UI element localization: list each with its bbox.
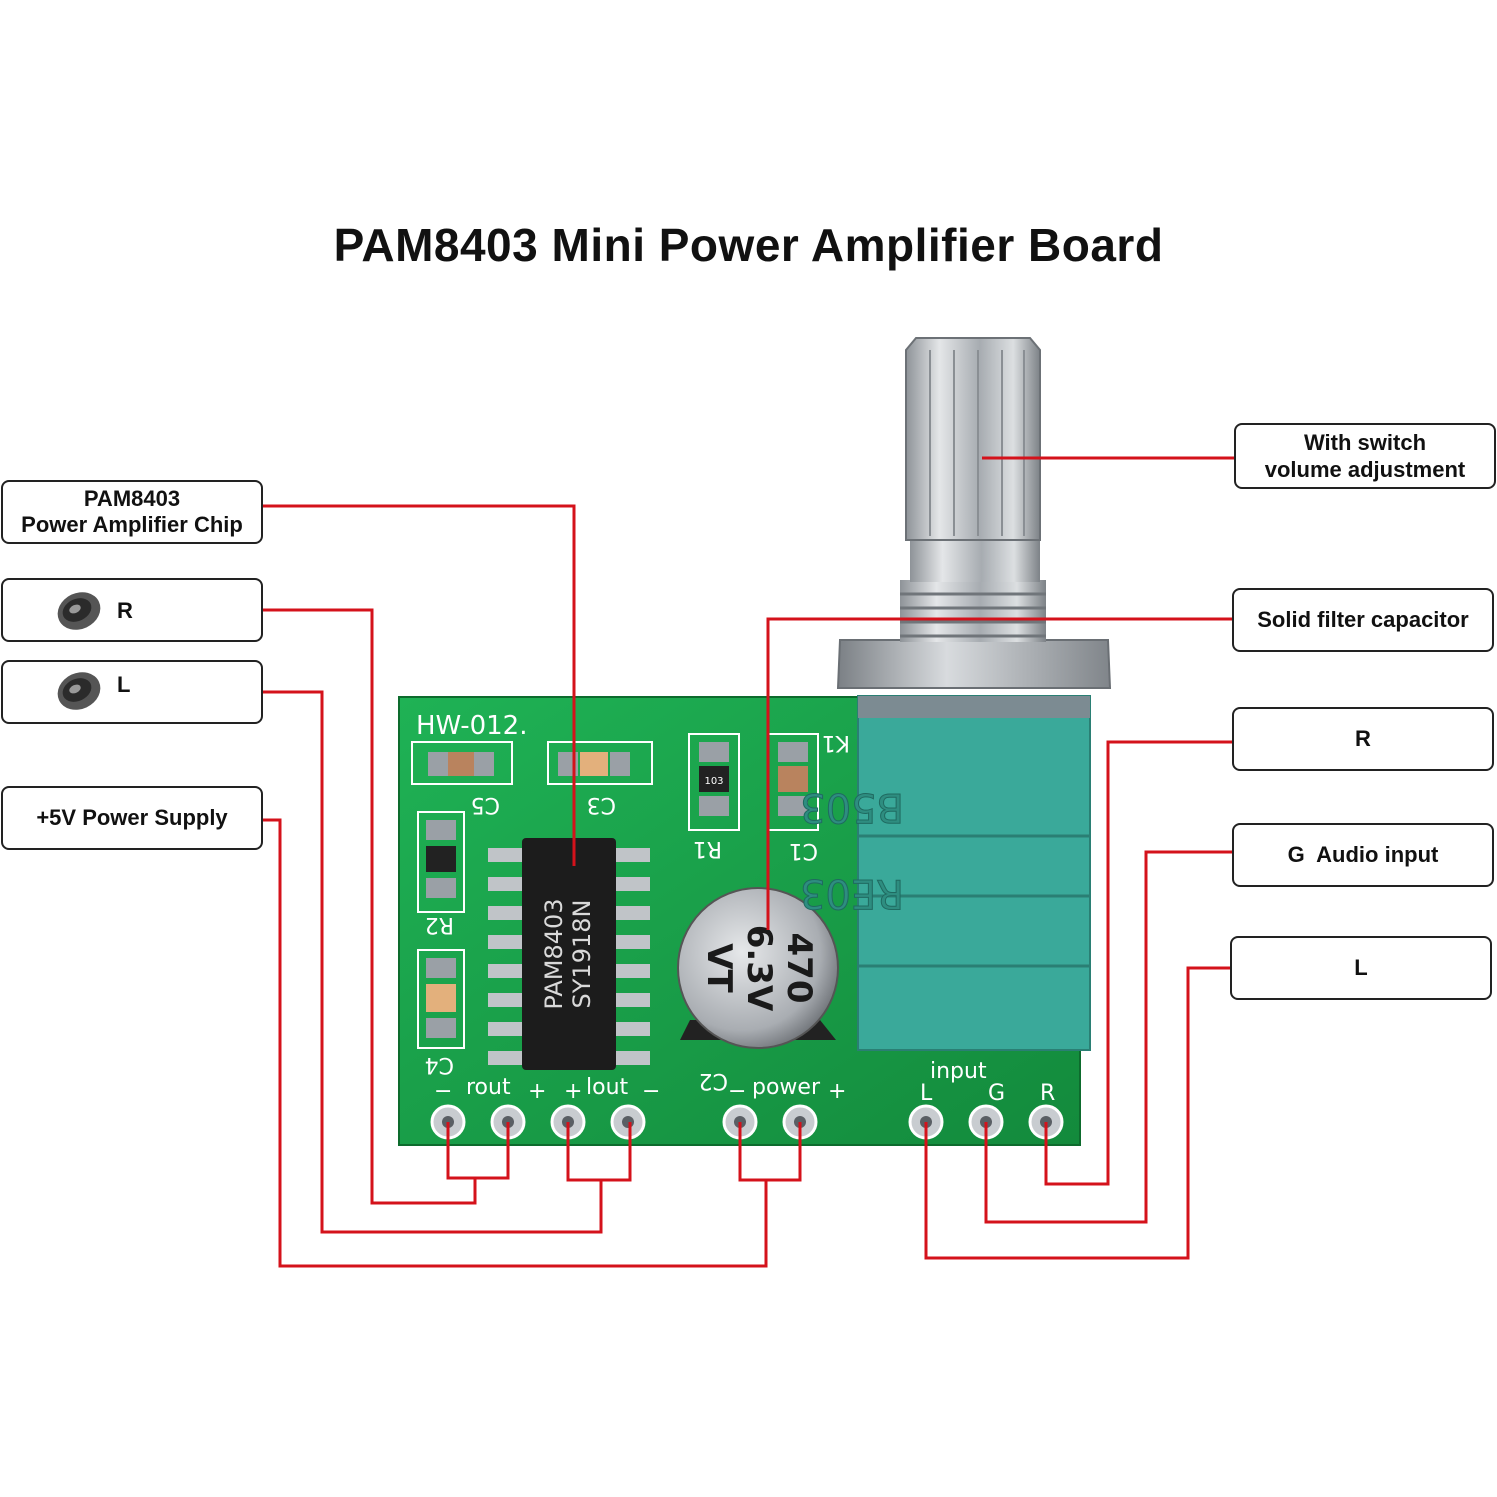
silk-c4: C4 bbox=[425, 1052, 454, 1077]
silk-c1: C1 bbox=[789, 838, 818, 863]
silk-power: power bbox=[752, 1075, 821, 1100]
silk-minus-1: − bbox=[434, 1079, 452, 1104]
callout-input-g-label: G Audio input bbox=[1287, 842, 1439, 867]
chip-pin bbox=[614, 877, 650, 891]
silk-minus-3: − bbox=[728, 1079, 746, 1104]
silk-input: input bbox=[930, 1059, 987, 1084]
silk-pin-r: R bbox=[1040, 1081, 1055, 1106]
pin-hole bbox=[622, 1116, 634, 1128]
board-model-label: HW-012. bbox=[416, 711, 527, 741]
silk-plus-3: + bbox=[828, 1079, 846, 1104]
chip-pin bbox=[488, 848, 524, 862]
callout-chip-line2: Power Amplifier Chip bbox=[21, 512, 243, 537]
chip-pin bbox=[614, 935, 650, 949]
chip-pin bbox=[488, 877, 524, 891]
resistor-code: 103 bbox=[704, 776, 723, 787]
cap-marking-2: 6.3V bbox=[739, 925, 779, 1012]
page-title: PAM8403 Mini Power Amplifier Board bbox=[333, 219, 1164, 271]
chip-marking-2: SY1918N bbox=[568, 900, 596, 1009]
silk-c3: C3 bbox=[587, 792, 616, 817]
silk-r2: R2 bbox=[425, 912, 454, 937]
cap-marking-3: VT bbox=[699, 943, 739, 993]
silk-lout: lout bbox=[586, 1075, 629, 1100]
silkscreen-labels: C5 C3 R1 C1 R2 C4 K1 C2 rout lout power … bbox=[425, 730, 1056, 1106]
chip-pin bbox=[488, 993, 524, 1007]
volume-potentiometer: B503 RE03 bbox=[800, 337, 1112, 1051]
callout-chip-line1: PAM8403 bbox=[83, 486, 181, 511]
chip-pin bbox=[614, 848, 650, 862]
callout-power-label: +5V Power Supply bbox=[36, 805, 228, 830]
callout-volume-line2: volume adjustment bbox=[1264, 457, 1466, 482]
smd-components: 103 bbox=[411, 733, 819, 1049]
leader-capacitor bbox=[766, 617, 1232, 930]
leader-input-l bbox=[924, 966, 1230, 1260]
chip-pin bbox=[614, 906, 650, 920]
chip-pin bbox=[614, 993, 650, 1007]
callout-speaker-l-label: L bbox=[117, 672, 131, 697]
chip-pin bbox=[614, 964, 650, 978]
chip-pin bbox=[488, 1051, 524, 1065]
callout-speaker-l: L bbox=[1, 660, 263, 724]
silk-plus-1: + bbox=[528, 1079, 546, 1104]
speaker-icon bbox=[57, 592, 101, 630]
chip-pin bbox=[488, 1022, 524, 1036]
silk-pin-l: L bbox=[920, 1081, 933, 1106]
silk-minus-2: − bbox=[642, 1079, 660, 1104]
chip-pin bbox=[488, 964, 524, 978]
callout-chip: PAM8403 Power Amplifier Chip bbox=[1, 480, 263, 544]
callout-input-r: R bbox=[1232, 707, 1494, 771]
silk-rout: rout bbox=[466, 1075, 511, 1100]
leader-speaker-r bbox=[263, 608, 510, 1205]
chip-pin bbox=[614, 1022, 650, 1036]
pot-marking-1: B503 bbox=[800, 784, 904, 830]
leader-input-r bbox=[1044, 740, 1232, 1186]
callout-speaker-r: R bbox=[1, 578, 263, 642]
callout-input-g: G Audio input bbox=[1232, 823, 1494, 887]
leader-lines bbox=[263, 456, 1234, 1268]
chip-pin bbox=[488, 906, 524, 920]
chip-pin bbox=[614, 1051, 650, 1065]
leader-chip bbox=[263, 504, 576, 866]
callout-input-l-label: L bbox=[1354, 955, 1368, 980]
callout-power: +5V Power Supply bbox=[1, 786, 263, 850]
silk-r1: R1 bbox=[693, 836, 722, 861]
callout-speaker-r-label: R bbox=[117, 598, 133, 623]
leader-power bbox=[263, 818, 802, 1268]
callout-input-l: L bbox=[1230, 936, 1492, 1000]
silk-c5: C5 bbox=[471, 792, 500, 817]
callout-capacitor: Solid filter capacitor bbox=[1232, 588, 1494, 652]
chip-pin bbox=[488, 935, 524, 949]
callout-volume: With switch volume adjustment bbox=[1234, 423, 1496, 489]
leader-input-g bbox=[984, 850, 1232, 1224]
amplifier-chip: PAM8403 SY1918N bbox=[488, 838, 650, 1070]
cap-marking-1: 470 bbox=[779, 933, 819, 1004]
callout-capacitor-label: Solid filter capacitor bbox=[1257, 607, 1469, 632]
silk-plus-2: + bbox=[564, 1079, 582, 1104]
callout-input-r-label: R bbox=[1355, 726, 1371, 751]
speaker-icon bbox=[57, 672, 101, 710]
chip-marking-1: PAM8403 bbox=[540, 898, 568, 1009]
filter-capacitor: 470 6.3V VT bbox=[677, 887, 839, 1049]
silk-k1: K1 bbox=[822, 730, 850, 755]
pot-marking-2: RE03 bbox=[800, 870, 904, 916]
leader-speaker-l bbox=[263, 690, 632, 1234]
silk-c2: C2 bbox=[699, 1068, 728, 1093]
silk-pin-g: G bbox=[988, 1081, 1005, 1106]
callout-volume-line1: With switch bbox=[1303, 430, 1427, 455]
